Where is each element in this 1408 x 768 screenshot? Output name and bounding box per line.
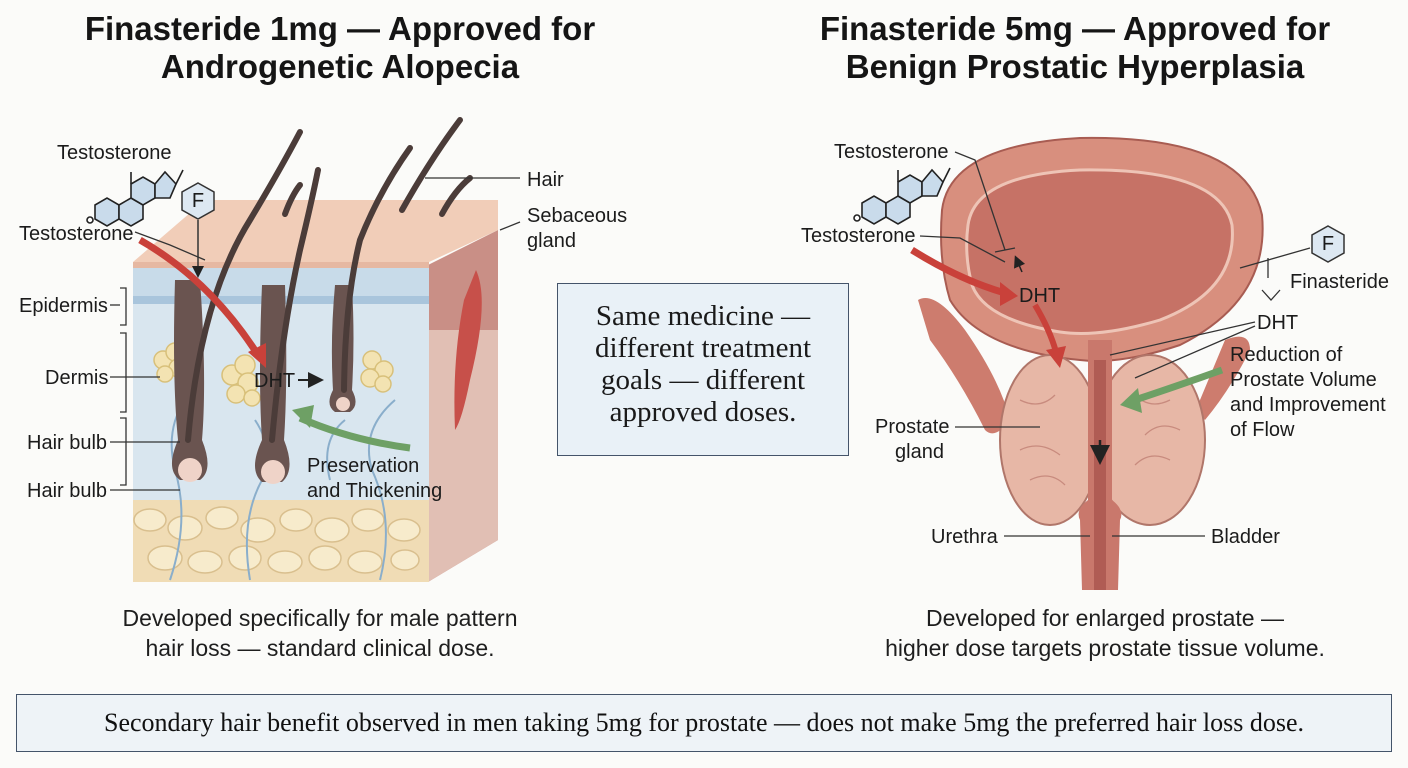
- left-caption-line1: Developed specifically for male pattern: [122, 605, 518, 631]
- preservation-label-line2: and Thickening: [307, 480, 442, 502]
- center-message-box: Same medicine — different treatment goal…: [557, 283, 849, 456]
- sebaceous-label-line1: Sebaceous: [527, 205, 627, 227]
- right-caption-line1: Developed for enlarged prostate —: [926, 605, 1284, 631]
- right-caption: Developed for enlarged prostate — higher…: [830, 603, 1380, 663]
- left-title-line1: Finasteride 1mg — Approved for: [84, 10, 596, 47]
- bladder-label: Bladder: [1211, 526, 1280, 548]
- sebaceous-label-line2: gland: [527, 230, 576, 252]
- reduction-label-line1: Reduction of: [1230, 344, 1343, 366]
- prostate-anatomy: [910, 136, 1264, 590]
- center-line1: Same medicine —: [595, 300, 811, 332]
- left-title-line2: Androgenetic Alopecia: [160, 48, 520, 85]
- left-panel-title: Finasteride 1mg — Approved for Androgene…: [60, 10, 620, 86]
- right-finasteride-hexagon-icon: F: [1311, 225, 1345, 263]
- left-testosterone-label: Testosterone: [19, 223, 134, 245]
- bottom-note-text: Secondary hair benefit observed in men t…: [104, 708, 1304, 737]
- left-finasteride-symbol: F: [192, 190, 204, 212]
- right-panel-title: Finasteride 5mg — Approved for Benign Pr…: [800, 10, 1350, 86]
- reduction-label-line4: of Flow: [1230, 419, 1295, 441]
- right-testosterone-molecule-icon: [853, 167, 951, 225]
- right-dht-inner-label: DHT: [1019, 285, 1060, 307]
- epidermis-label: Epidermis: [19, 295, 108, 317]
- right-testosterone-label: Testosterone: [801, 225, 916, 247]
- hair-bulb-label-2: Hair bulb: [27, 480, 107, 502]
- testosterone-molecule-icon: [86, 169, 184, 227]
- right-title-line1: Finasteride 5mg — Approved for: [819, 10, 1331, 47]
- center-line2: different treatment: [594, 332, 812, 364]
- prostate-gland-label-line2: gland: [895, 441, 944, 463]
- right-testosterone-top-label: Testosterone: [834, 141, 949, 163]
- reduction-label-line3: and Improvement: [1230, 394, 1386, 416]
- preservation-label-line1: Preservation: [307, 455, 419, 477]
- center-line3: goals — different: [600, 364, 806, 396]
- dermis-label: Dermis: [45, 367, 108, 389]
- left-caption-line2: hair loss — standard clinical dose.: [145, 635, 495, 661]
- finasteride-label: Finasteride: [1290, 271, 1389, 293]
- right-finasteride-symbol: F: [1322, 233, 1334, 255]
- reduction-label-line2: Prostate Volume: [1230, 369, 1377, 391]
- right-caption-line2: higher dose targets prostate tissue volu…: [885, 635, 1325, 661]
- center-line4: approved doses.: [609, 396, 797, 428]
- bottom-note-box: Secondary hair benefit observed in men t…: [16, 694, 1392, 752]
- right-dht-label: DHT: [1257, 312, 1298, 334]
- left-caption: Developed specifically for male pattern …: [60, 603, 580, 663]
- urethra-label: Urethra: [931, 526, 999, 548]
- prostate-gland-label-line1: Prostate: [875, 416, 949, 438]
- skin-cross-section: [133, 117, 498, 582]
- left-dht-label: DHT: [254, 370, 295, 392]
- left-testosterone-top-label: Testosterone: [57, 142, 172, 164]
- finasteride-hexagon-icon: F: [181, 182, 215, 278]
- hair-label: Hair: [527, 169, 564, 191]
- hair-bulb-label-1: Hair bulb: [27, 432, 107, 454]
- right-title-line2: Benign Prostatic Hyperplasia: [845, 48, 1305, 85]
